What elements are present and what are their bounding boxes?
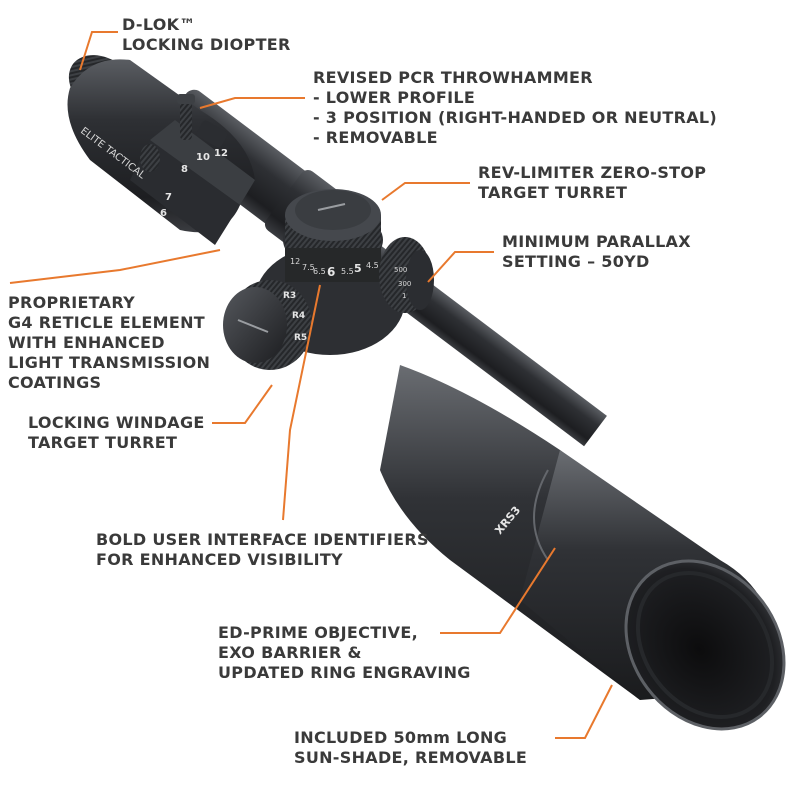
windage-turret [223,280,312,370]
svg-text:R5: R5 [294,333,307,343]
svg-text:8: 8 [181,164,188,175]
svg-text:300: 300 [398,280,411,288]
callout-objective: ED-PRIME OBJECTIVE, EXO BARRIER & UPDATE… [218,623,471,682]
callout-parallax: MINIMUM PARALLAX SETTING – 50YD [502,232,691,271]
svg-text:7.5: 7.5 [302,263,315,272]
power-ring-numbers: 8 10 12 7 6 [160,148,228,219]
callout-reticle: PROPRIETARY G4 RETICLE ELEMENT WITH ENHA… [8,293,211,392]
callout-dlok: D-LOK™ LOCKING DIOPTER [122,15,291,54]
illumination-knob [140,144,160,172]
svg-text:1: 1 [402,292,406,300]
svg-text:12: 12 [290,257,300,266]
leader-reticle [9,249,221,284]
svg-text:5: 5 [354,262,362,275]
svg-text:R3: R3 [283,291,296,301]
throwhammer-lever [177,94,228,148]
scope-body [67,55,786,731]
leader-zerostop [381,182,470,201]
svg-text:6.5: 6.5 [313,267,326,276]
callout-throwhammer: REVISED PCR THROWHAMMER - LOWER PROFILE … [313,68,718,147]
svg-text:7: 7 [165,192,172,203]
parallax-turret [379,237,434,313]
leader-dlok [79,31,118,71]
svg-text:5.5: 5.5 [341,267,354,276]
svg-text:10: 10 [196,152,210,163]
leader-throwhammer [199,97,305,109]
windage-dial-numbers: R3 R4 R5 [283,291,307,343]
leader-sunshade [555,684,613,739]
leader-lines [9,31,613,739]
objective-lens-mouth [624,559,786,731]
callout-windage: LOCKING WINDAGE TARGET TURRET [28,413,205,452]
leader-parallax [427,251,494,283]
leader-windage [212,384,273,424]
elevation-dial-numbers: 12 7.5 6.5 6 5.5 5 4.5 [290,257,379,279]
elevation-turret [283,189,383,282]
svg-text:12: 12 [214,148,228,159]
svg-text:4.5: 4.5 [366,261,379,270]
svg-text:R4: R4 [292,311,305,321]
svg-text:500: 500 [394,266,407,274]
callout-interface: BOLD USER INTERFACE IDENTIFIERS FOR ENHA… [96,530,429,569]
callout-zerostop: REV-LIMITER ZERO-STOP TARGET TURRET [478,163,707,202]
callout-sunshade: INCLUDED 50mm LONG SUN-SHADE, REMOVABLE [294,728,528,767]
svg-text:6: 6 [160,208,167,219]
parallax-dial-numbers: 500 300 1 [394,266,411,300]
leader-objective [440,547,556,634]
leader-interface [282,284,321,521]
svg-text:6: 6 [327,265,335,279]
